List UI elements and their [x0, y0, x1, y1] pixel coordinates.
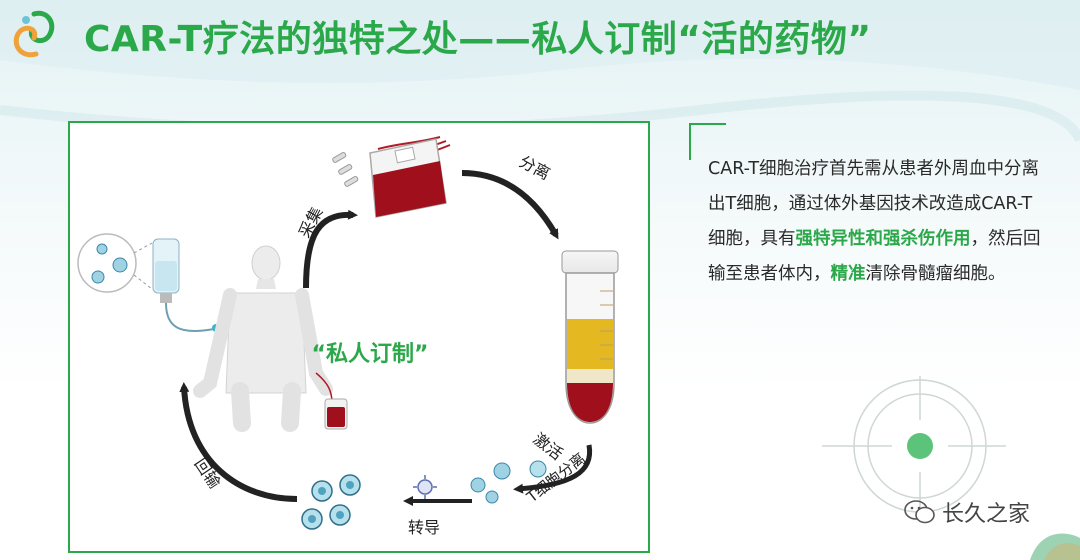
desc-highlight-2: 精准 — [830, 264, 866, 284]
desc-part-2: ，然后回输至患者体内， — [708, 229, 1041, 284]
logo-icon — [13, 10, 55, 58]
test-tube-icon — [561, 250, 619, 424]
step-label-separate: 分离 — [516, 152, 553, 184]
car-t-cell-icon — [301, 474, 361, 530]
description-text: CAR-T细胞治疗首先需从患者外周血中分离出T细胞，通过体外基因技术改造成CAR… — [708, 152, 1048, 292]
center-label: “私人订制” — [312, 342, 429, 367]
desc-part-3: 清除骨髓瘤细胞。 — [865, 264, 1006, 284]
blood-bag-icon — [324, 398, 348, 430]
page-title: CAR-T疗法的独特之处——私人订制“活的药物” — [84, 19, 872, 60]
diagram-canvas: 采集 分离 激活 T细胞分离 转导 回输 “私人订制” — [77, 136, 619, 537]
virus-icon — [413, 475, 437, 499]
step-label-transduce: 转导 — [408, 518, 440, 537]
desc-part-1: CAR-T细胞治疗首先需从患者外周血中分离出T细胞，通过体外基因技术改造成CAR… — [708, 159, 1040, 249]
text-bracket-decoration — [689, 123, 726, 160]
t-cell-icon — [77, 233, 153, 293]
human-figure-icon — [193, 245, 333, 432]
blood-bag-icon — [332, 136, 451, 218]
step-label-activate: 激活 — [530, 429, 567, 464]
target-icon — [822, 376, 1006, 516]
iv-bag-icon — [152, 238, 220, 333]
car-t-cell-icon — [470, 460, 547, 504]
watermark-text: 长久之家 — [942, 502, 1031, 527]
process-diagram: 采集 分离 激活 T细胞分离 转导 回输 “私人订制” — [68, 121, 650, 553]
desc-highlight-1: 强特异性和强杀伤作用 — [795, 229, 971, 249]
corner-decoration — [1030, 533, 1080, 560]
wechat-icon — [904, 500, 935, 524]
watermark: 长久之家 — [904, 496, 1030, 528]
step-label-infuse: 回输 — [191, 455, 225, 492]
